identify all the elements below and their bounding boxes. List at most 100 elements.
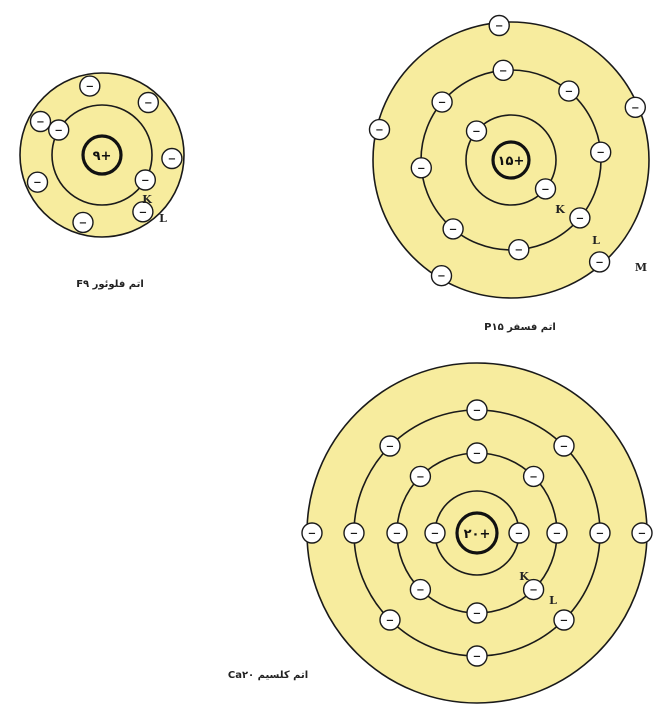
calcium-electron-n-1: − xyxy=(302,523,322,543)
phosphorus-shell-label-l: L xyxy=(592,234,600,247)
svg-text:−: − xyxy=(393,529,401,540)
fluorine-shell-label-k: K xyxy=(142,193,152,206)
svg-text:−: − xyxy=(631,103,639,114)
svg-text:−: − xyxy=(560,616,568,627)
svg-text:−: − xyxy=(438,98,446,109)
calcium-electron-l-8: − xyxy=(410,466,430,486)
svg-text:−: − xyxy=(449,224,457,235)
phosphorus-nucleus-charge: ۱۵+ xyxy=(498,154,525,169)
svg-text:−: − xyxy=(473,449,481,460)
svg-text:−: − xyxy=(79,218,87,229)
fluorine-nucleus-charge: ۹+ xyxy=(93,149,112,164)
svg-text:−: − xyxy=(308,529,316,540)
calcium-electron-l-2: − xyxy=(524,466,544,486)
phosphorus-electron-l-3: − xyxy=(591,142,611,162)
svg-text:−: − xyxy=(55,126,63,137)
svg-text:−: − xyxy=(386,442,394,453)
svg-text:−: − xyxy=(431,529,439,540)
svg-text:−: − xyxy=(576,213,584,224)
svg-text:−: − xyxy=(86,82,94,93)
svg-text:−: − xyxy=(638,529,646,540)
phosphorus-electron-k-1: − xyxy=(467,121,487,141)
fluorine-caption: اتم فلوئور F۹ xyxy=(76,279,144,290)
phosphorus-atom-model: ۱۵+ − − − − − − − − − − − − − − − xyxy=(370,16,650,299)
phosphorus-electron-m-1: − xyxy=(489,16,509,36)
svg-text:−: − xyxy=(33,178,41,189)
svg-text:−: − xyxy=(529,472,537,483)
calcium-nucleus-charge: ۲۰+ xyxy=(464,527,491,542)
calcium-electron-m-2: − xyxy=(554,436,574,456)
svg-text:−: − xyxy=(499,66,507,77)
calcium-shell-label-k: K xyxy=(519,570,529,583)
fluorine-electron-l-6: − xyxy=(28,172,48,192)
calcium-electron-l-1: − xyxy=(467,443,487,463)
calcium-electron-k-2: − xyxy=(425,523,445,543)
svg-text:−: − xyxy=(139,207,147,218)
svg-text:−: − xyxy=(560,442,568,453)
svg-text:−: − xyxy=(141,176,149,187)
svg-text:−: − xyxy=(437,271,445,282)
phosphorus-shell-label-m: M xyxy=(635,261,647,274)
svg-text:−: − xyxy=(515,245,523,256)
calcium-atom-model: ۲۰+ − − − − − − − − − − − − − − − − − − − − xyxy=(302,363,652,703)
svg-text:−: − xyxy=(515,529,523,540)
phosphorus-electron-m-3: − xyxy=(590,252,610,272)
fluorine-electron-k-1: − xyxy=(49,120,69,140)
phosphorus-caption: اتم فسفر P۱۵ xyxy=(484,322,556,333)
phosphorus-electron-l-8: − xyxy=(432,92,452,112)
svg-text:−: − xyxy=(595,257,603,268)
svg-text:−: − xyxy=(416,585,424,596)
calcium-electron-l-3: − xyxy=(547,523,567,543)
phosphorus-electron-m-2: − xyxy=(625,97,645,117)
phosphorus-electron-l-6: − xyxy=(443,219,463,239)
fluorine-electron-l-7: − xyxy=(31,112,51,132)
svg-text:−: − xyxy=(529,585,537,596)
phosphorus-electron-l-5: − xyxy=(509,240,529,260)
calcium-electron-l-6: − xyxy=(410,580,430,600)
fluorine-electron-k-2: − xyxy=(135,170,155,190)
calcium-electron-n-2: − xyxy=(632,523,652,543)
svg-text:−: − xyxy=(596,529,604,540)
calcium-electron-m-8: − xyxy=(380,436,400,456)
calcium-electron-m-6: − xyxy=(380,610,400,630)
svg-text:−: − xyxy=(495,21,503,32)
calcium-electron-m-5: − xyxy=(467,646,487,666)
fluorine-electron-l-1: − xyxy=(80,76,100,96)
calcium-electron-m-3: − xyxy=(590,523,610,543)
phosphorus-electron-m-5: − xyxy=(370,120,390,140)
calcium-electron-m-4: − xyxy=(554,610,574,630)
svg-text:−: − xyxy=(375,125,383,136)
phosphorus-electron-k-2: − xyxy=(536,179,556,199)
svg-text:−: − xyxy=(472,127,480,138)
phosphorus-electron-m-4: − xyxy=(432,266,452,286)
calcium-electron-l-5: − xyxy=(467,603,487,623)
svg-text:−: − xyxy=(417,163,425,174)
svg-text:−: − xyxy=(565,87,573,98)
phosphorus-electron-l-2: − xyxy=(559,81,579,101)
calcium-electron-l-7: − xyxy=(387,523,407,543)
fluorine-electron-l-2: − xyxy=(138,93,158,113)
calcium-electron-m-7: − xyxy=(344,523,364,543)
calcium-caption: اتم کلسیم Ca۲۰ xyxy=(228,670,308,681)
svg-text:−: − xyxy=(541,184,549,195)
fluorine-electron-l-3: − xyxy=(162,149,182,169)
svg-text:−: − xyxy=(36,117,44,128)
phosphorus-electron-l-7: − xyxy=(411,158,431,178)
svg-text:−: − xyxy=(473,609,481,620)
svg-text:−: − xyxy=(350,529,358,540)
calcium-electron-m-1: − xyxy=(467,400,487,420)
svg-text:−: − xyxy=(553,529,561,540)
phosphorus-electron-l-1: − xyxy=(493,60,513,80)
calcium-shell-label-l: L xyxy=(549,594,557,607)
fluorine-shell-label-l: L xyxy=(159,212,167,225)
svg-text:−: − xyxy=(144,98,152,109)
svg-text:−: − xyxy=(168,154,176,165)
svg-text:−: − xyxy=(416,472,424,483)
phosphorus-shell-label-k: K xyxy=(555,203,565,216)
svg-text:−: − xyxy=(473,652,481,663)
calcium-electron-k-1: − xyxy=(509,523,529,543)
svg-text:−: − xyxy=(597,148,605,159)
fluorine-electron-l-5: − xyxy=(73,212,93,232)
phosphorus-electron-l-4: − xyxy=(570,208,590,228)
